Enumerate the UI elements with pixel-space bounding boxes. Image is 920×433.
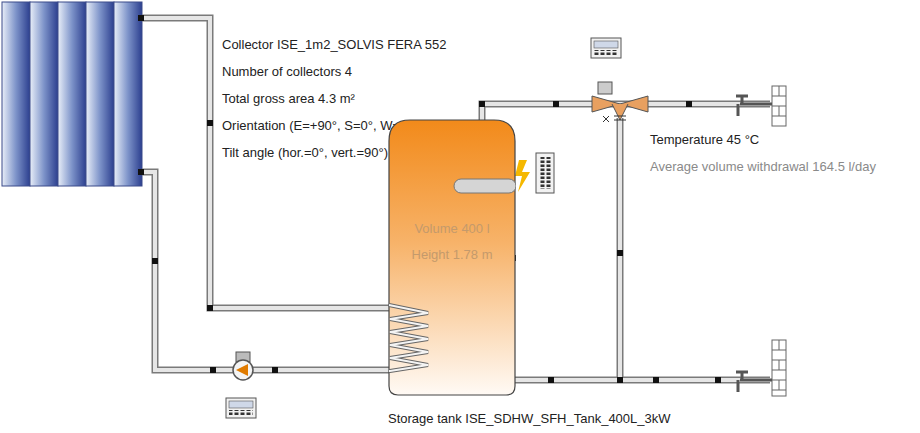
collector-label: Collector ISE_1m2_SOLVIS FERA 552 <box>220 37 448 53</box>
withdrawal-label: Average volume withdrawal 164.5 l/day <box>648 159 878 175</box>
pump <box>233 352 253 380</box>
electric-heater <box>515 160 530 192</box>
tank-volume: Volume 400 l <box>414 221 489 237</box>
tank-name: Storage tank ISE_SDHW_SFH_Tank_400L_3kW <box>388 411 671 427</box>
collector-count: Number of collectors 4 <box>220 64 354 80</box>
storage-tank: Volume 400 lHeight 1.78 mStorage tank IS… <box>388 119 516 396</box>
solar-collector <box>2 2 142 186</box>
tank-height: Height 1.78 m <box>412 247 493 263</box>
heat-exchanger-coil <box>389 305 428 371</box>
tank-body <box>389 120 515 395</box>
temperature-label: Temperature 45 °C <box>648 132 761 148</box>
mixing-valve <box>592 82 648 122</box>
heating-rod <box>454 179 516 193</box>
collector-area: Total gross area 4.3 m² <box>220 91 357 107</box>
collector-tilt: Tilt angle (hor.=0°, vert.=90°) 45 ° <box>220 145 417 161</box>
heat-exchanger-coil <box>389 305 428 371</box>
